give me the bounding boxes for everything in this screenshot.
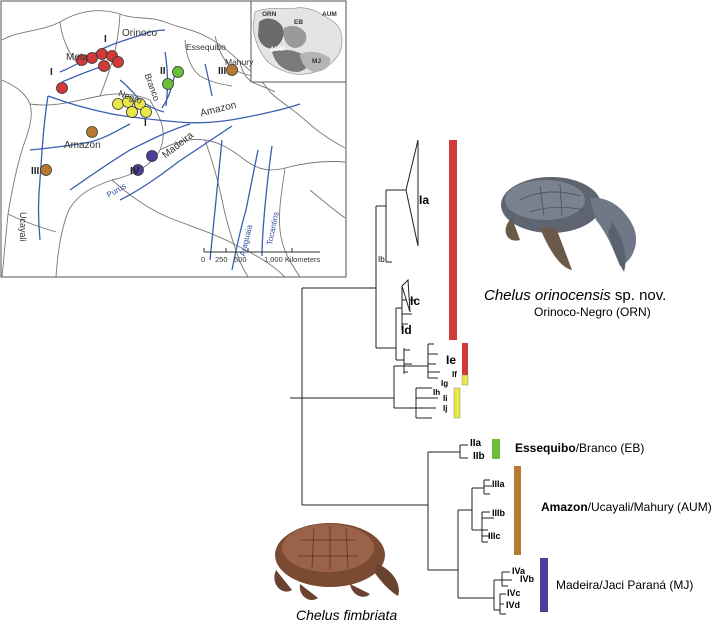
map-label-amazon-west: Amazon [64,140,101,151]
clade-ie: Ie [446,353,457,367]
bar-amazon [514,466,521,555]
inset-label-aum-east: AUM [322,11,337,18]
bar-negro-if [461,374,469,386]
site-madeira-1 [146,150,158,162]
clade-ig: Ig [441,379,449,388]
inset-label-aum-west: AUM [270,46,285,53]
site-numeral-iii-west: III [31,166,40,177]
group-mj-rest: Madeira/Jaci Paraná (MJ) [556,578,694,592]
scale-tick-0: 0 [201,255,206,264]
bar-essequibo [492,439,500,459]
site-orinoco-7 [98,60,110,72]
site-numeral-i-north: I [104,34,107,45]
species-new-title: Chelus orinocensis sp. nov. [484,287,666,304]
clade-id: Id [401,323,412,337]
clade-ia: Ia [419,193,430,207]
country-borders [1,10,346,278]
bar-madeira [540,558,548,612]
group-aum-bold: Amazon [541,500,588,514]
site-essequibo-1 [162,78,174,90]
site-amazon-1 [86,126,98,138]
site-numeral-iii-mahury: III [218,66,227,77]
map-label-essequibo: Essequibo [186,42,226,52]
site-negro-3 [134,98,146,110]
map-label-orinoco: Orinoco [122,28,158,39]
clade-iib: IIb [473,451,485,462]
clade-ivb: IVb [520,574,535,584]
clade-iiic: IIIc [488,531,501,541]
site-mahury [226,64,238,76]
group-mj: Madeira/Jaci Paraná (MJ) [556,578,693,592]
site-orinoco-1 [56,82,68,94]
site-amazon-2 [40,164,52,176]
inset-label-orn: ORN [262,11,277,18]
group-aum: Amazon/Ucayali/Mahury (AUM) [541,500,712,514]
clade-ivd: IVd [506,600,521,610]
scale-tick-250: 250 [215,255,228,264]
map-label-meta: Meta [66,52,89,63]
group-aum-rest: /Ucayali/Mahury (AUM) [587,500,712,514]
site-numeral-i-west: I [50,67,53,78]
clade-ij: Ij [443,404,448,413]
clade-iiia: IIIa [492,479,505,489]
site-essequibo-2 [172,66,184,78]
site-numeral-ii: II [160,66,166,77]
map-label-mahury: Mahury [225,57,254,67]
site-orinoco-3 [86,52,98,64]
site-negro-4 [140,106,152,118]
clade-ih: Ih [433,388,441,397]
inset-label-mj: MJ [312,58,322,65]
species-old-name-text: Chelus fimbriata [296,607,398,623]
clade-ivc: IVc [507,588,521,598]
group-eb-bold: Essequibo [515,441,576,455]
clade-iva: IVa [512,566,526,576]
clade-ic: Ic [410,294,421,308]
clade-ib: Ib [378,255,385,264]
species-new-group: Orinoco-Negro (ORN) [534,305,651,319]
bar-negro-ii [453,387,461,419]
sample-sites [40,48,238,176]
bar-orinoco-ie [462,343,468,375]
clade-if: If [452,370,457,379]
species-new-suffix: sp. nov. [610,287,667,304]
site-negro-5 [126,106,138,118]
scale-tick-1000: 1,000 Kilometers [264,255,321,264]
clade-iiib: IIIb [492,508,505,518]
site-numeral-iv: IV [130,166,140,177]
site-numeral-i-negro: I [144,118,147,129]
scale-bar [203,248,320,253]
clade-ii: Ii [443,394,448,403]
site-negro-2 [122,96,134,108]
inset-map [252,7,343,75]
bar-orinoco-main [449,140,457,340]
species-old-name: Chelus fimbriata [296,607,397,623]
site-madeira-2 [132,164,144,176]
inset-label-eb: EB [294,19,304,26]
group-eb-rest: /Branco (EB) [575,441,645,455]
site-orinoco-6 [112,56,124,68]
clade-iia: IIa [470,438,482,449]
group-eb: Essequibo/Branco (EB) [515,441,644,455]
species-new-name: Chelus orinocensis [484,287,611,304]
scale-tick-500: 500 [234,255,247,264]
